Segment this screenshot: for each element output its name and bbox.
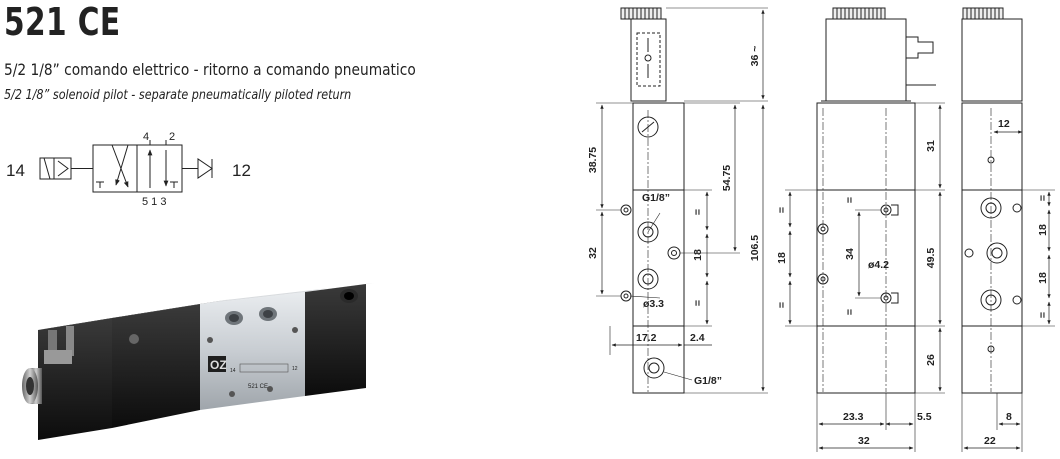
dim-18-end-a: 18: [1037, 224, 1049, 236]
dim-18-end-b: 18: [1037, 272, 1049, 284]
subtitle-italian: 5/2 1/8” comando elettrico - ritorno a c…: [4, 60, 416, 79]
end-view-drawing: [961, 7, 1055, 452]
photo-label-code: 521 CE: [248, 384, 268, 390]
symbol-port-2: 2: [169, 131, 175, 143]
dim-18-side: 18: [776, 252, 788, 264]
hole-diameter-3-3: ø3.3: [643, 298, 664, 310]
dim-eq-side-b: =: [776, 302, 788, 308]
symbol-port-12: 12: [232, 161, 251, 180]
dim-49-5: 49.5: [925, 248, 937, 269]
dim-106-5: 106.5: [749, 235, 761, 261]
front-view-drawing: [596, 7, 768, 394]
dim-2-4: 2.4: [690, 332, 705, 344]
dim-23-3: 23.3: [843, 411, 864, 423]
dim-8: 8: [1006, 411, 1012, 423]
side-view-dimensions: 18 = = 34 = = 31 49.5 26 ø4.2 23.3 5.5 3…: [776, 140, 937, 447]
dim-eq-end-b: =: [1037, 312, 1049, 318]
port-g18-bottom: G1/8”: [694, 375, 722, 387]
symbol-port-14: 14: [6, 161, 25, 180]
dim-22: 22: [984, 435, 996, 447]
side-view-drawing: [785, 7, 945, 452]
dim-38-75: 38.75: [587, 147, 599, 173]
photo-label-12: 12: [292, 366, 298, 372]
dim-eq-side-a: =: [776, 207, 788, 213]
dim-34: 34: [844, 248, 856, 260]
model-title: 521 CE: [4, 0, 121, 44]
dim-eq-side-c: =: [844, 197, 856, 203]
dim-5-5: 5.5: [917, 411, 932, 423]
dim-17-2: 17.2: [636, 332, 657, 344]
dim-31: 31: [925, 140, 937, 152]
photo-label-14: 14: [230, 368, 236, 374]
front-view-dimensions: 38.75 32 54.75 18 = = 36 ~ 106.5 G1/8” ø…: [587, 46, 761, 387]
dim-36-approx: 36 ~: [749, 46, 761, 67]
dim-eq-front-a: =: [692, 209, 704, 215]
dim-eq-front-b: =: [692, 300, 704, 306]
dim-18-front: 18: [692, 249, 704, 261]
port-g18-top: G1/8”: [642, 192, 670, 204]
end-view-dimensions: 12 18 18 = = 8 22: [984, 118, 1049, 447]
dim-eq-side-d: =: [844, 309, 856, 315]
valve-symbol: 14 12 4 2 5 1 3: [6, 131, 251, 208]
symbol-port-4: 4: [143, 131, 149, 143]
dim-32-side: 32: [858, 435, 870, 447]
photo-brand-logo: OZ: [210, 358, 227, 372]
dim-26: 26: [925, 354, 937, 366]
dim-32-front: 32: [587, 247, 599, 259]
hole-diameter-4-2: ø4.2: [868, 259, 889, 271]
dim-eq-end-a: =: [1037, 195, 1049, 201]
subtitle-english: 5/2 1/8” solenoid pilot - separate pneum…: [4, 88, 352, 103]
symbol-ports-513: 5 1 3: [142, 196, 166, 208]
valve-photo: OZ 14 12 521 CE: [22, 283, 374, 440]
dim-54-75: 54.75: [721, 165, 733, 191]
dim-12: 12: [998, 118, 1010, 130]
